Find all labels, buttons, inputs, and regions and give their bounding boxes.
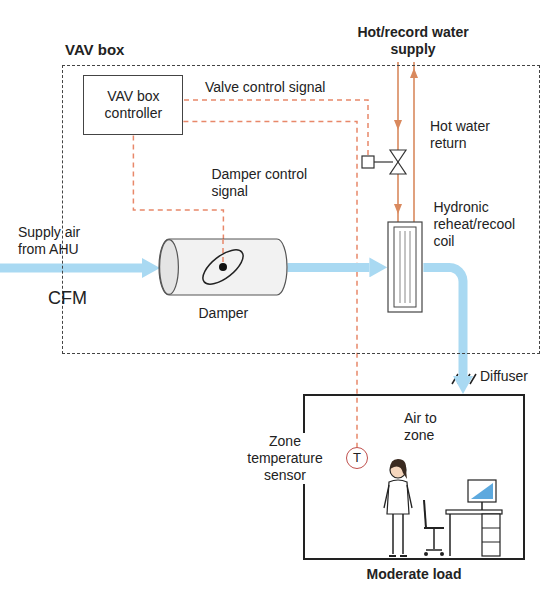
annotation-label: Supply air from AHU (18, 224, 110, 258)
drawer-line (482, 542, 500, 543)
water-pipes (394, 62, 418, 222)
node-label: Moderate load (305, 566, 523, 583)
chair-back (424, 500, 426, 528)
monitor-frame (468, 480, 496, 502)
person-hair (390, 459, 407, 479)
coil-tube (405, 231, 406, 303)
annotation-label: Hot/record water supply (345, 24, 481, 58)
drawer-line (482, 528, 500, 529)
supply-pipe (397, 174, 399, 222)
person-shoe (400, 555, 407, 557)
temperature-sensor: TZone temperature sensor (346, 447, 368, 469)
damper-cylinder (159, 239, 287, 295)
damper-pivot (219, 263, 227, 271)
person-leg (392, 514, 394, 554)
annotation-label: CFM (48, 288, 87, 309)
return-pipe (413, 62, 415, 222)
supply-pipe (397, 62, 399, 150)
node-label: VAV box controller (90, 88, 176, 122)
monitor-stand (481, 502, 483, 510)
coil-symbol (387, 221, 423, 313)
monitor-screen (471, 483, 493, 499)
reheat-coil: Hydronic reheat/recool coil (387, 221, 423, 313)
person-arm (407, 485, 412, 508)
node-label: T (347, 448, 367, 467)
arrow-head (394, 120, 402, 130)
damper-blade (198, 244, 249, 291)
node-label: VAV box (65, 41, 124, 58)
node-label: Damper (159, 305, 287, 322)
air-flow-arrow (423, 267, 463, 376)
coil-inner (394, 227, 416, 307)
signal-label: Damper control signal (209, 166, 323, 200)
cylinder-end (160, 240, 179, 295)
chair-wheel (440, 552, 444, 556)
coil-tube (410, 231, 411, 303)
controller-box: VAV box controller (83, 75, 183, 135)
valve-body (390, 150, 406, 162)
occupant-figure (384, 459, 412, 556)
annotation-label: Hot water return (430, 118, 502, 152)
valve-stem (374, 161, 393, 162)
chair-figure (424, 500, 444, 556)
valve-actuator (362, 156, 374, 168)
chair-wheel (424, 552, 428, 556)
vav-box-region: VAV boxVAV box controllerDamperHydronic … (62, 65, 540, 354)
diffuser-hatch (452, 374, 458, 384)
air-duct-line (0, 264, 143, 273)
arrow-head (394, 204, 402, 214)
damper: Damper (159, 239, 287, 295)
chair-post (433, 528, 435, 549)
annotation-label: Valve control signal (205, 79, 325, 96)
chair-base (426, 549, 442, 551)
person-arm (384, 485, 389, 508)
person-torso (387, 480, 409, 514)
desk-figure (446, 480, 502, 556)
arrow-head (142, 258, 160, 278)
valve-body (390, 162, 406, 174)
air-flow-arrow (287, 263, 369, 272)
desk-leg (449, 514, 451, 556)
coil-frame (388, 222, 422, 312)
arrow-head (410, 68, 418, 78)
desk-drawer (482, 514, 500, 556)
annotation-label: Diffuser (480, 368, 528, 385)
supply-air-arrow (0, 258, 160, 278)
person-shoe (389, 555, 396, 557)
annotation-label: Air to zone (404, 410, 456, 444)
cylinder-body (159, 239, 287, 295)
node-label: Zone temperature sensor (233, 433, 337, 484)
coil-tube (400, 231, 401, 303)
diffuser-hatch (470, 374, 476, 384)
person-leg (402, 514, 404, 554)
node-label: Hydronic reheat/recool coil (433, 199, 533, 250)
valve-signal-line (184, 100, 368, 156)
